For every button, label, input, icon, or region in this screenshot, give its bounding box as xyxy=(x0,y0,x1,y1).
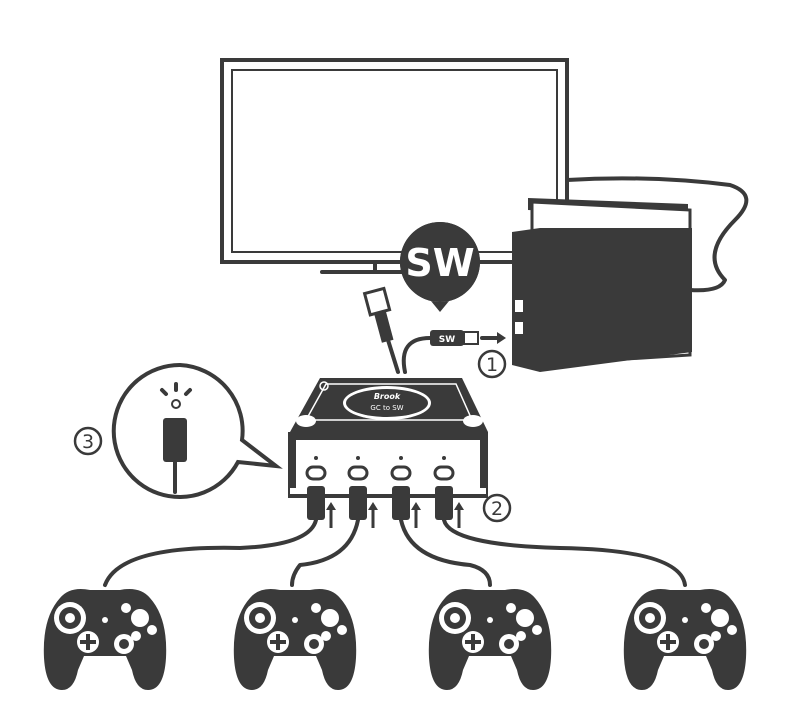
usb-dongle: SW xyxy=(430,330,506,346)
port-2 xyxy=(347,456,369,481)
controller-ports xyxy=(305,456,455,481)
controller-cables xyxy=(103,518,687,587)
gamecube-controller-3 xyxy=(426,587,554,692)
bubble-label: SW xyxy=(405,241,474,285)
step-1-badge: 1 xyxy=(477,349,507,379)
port-3 xyxy=(390,456,412,481)
switch-dock xyxy=(512,198,692,372)
port-4 xyxy=(433,456,455,481)
svg-text:3: 3 xyxy=(82,431,94,453)
svg-text:2: 2 xyxy=(491,498,503,520)
sw-bubble: SW xyxy=(399,222,480,312)
controller-plugs xyxy=(307,486,464,528)
dongle-label: SW xyxy=(439,335,455,345)
gamecube-controller-1 xyxy=(41,587,169,692)
usb-plug xyxy=(362,286,394,343)
led-callout xyxy=(111,362,283,499)
gamecube-controller-2 xyxy=(231,587,359,692)
adapter-model: GC to SW xyxy=(370,404,403,412)
hdmi-cable xyxy=(565,176,749,293)
svg-text:1: 1 xyxy=(486,354,498,376)
port-1 xyxy=(305,456,327,481)
adapter-brand: Brook xyxy=(374,392,401,401)
step-3-badge: 3 xyxy=(73,426,103,456)
step-2-badge: 2 xyxy=(482,493,512,523)
gamecube-controller-4 xyxy=(621,587,749,692)
